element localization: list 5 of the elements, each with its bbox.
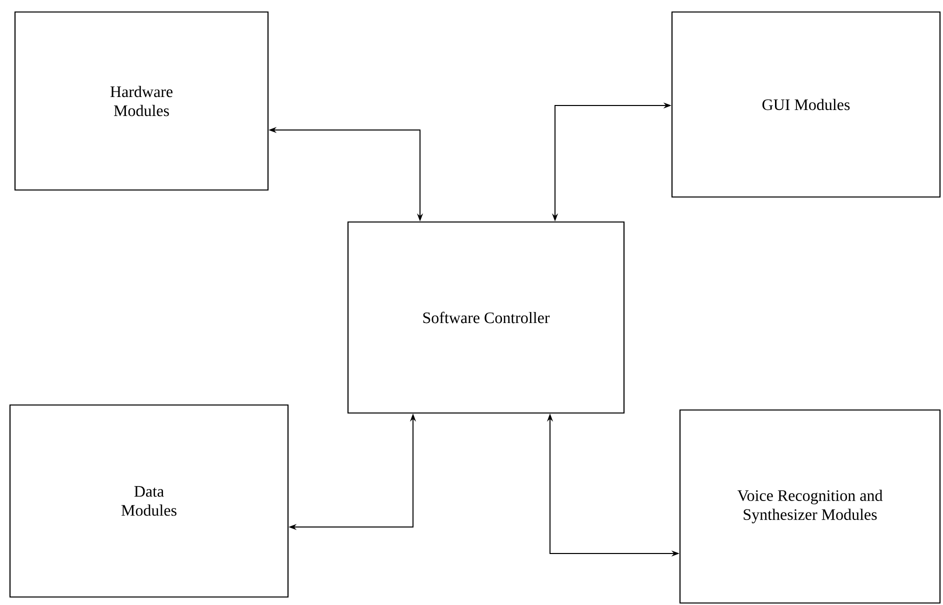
module-box: Hardware Modules [14,11,269,191]
module-box: Software Controller [347,221,625,414]
module-box: Voice Recognition and Synthesizer Modules [679,409,941,604]
module-box: GUI Modules [671,11,941,198]
module-box: Data Modules [9,404,289,598]
